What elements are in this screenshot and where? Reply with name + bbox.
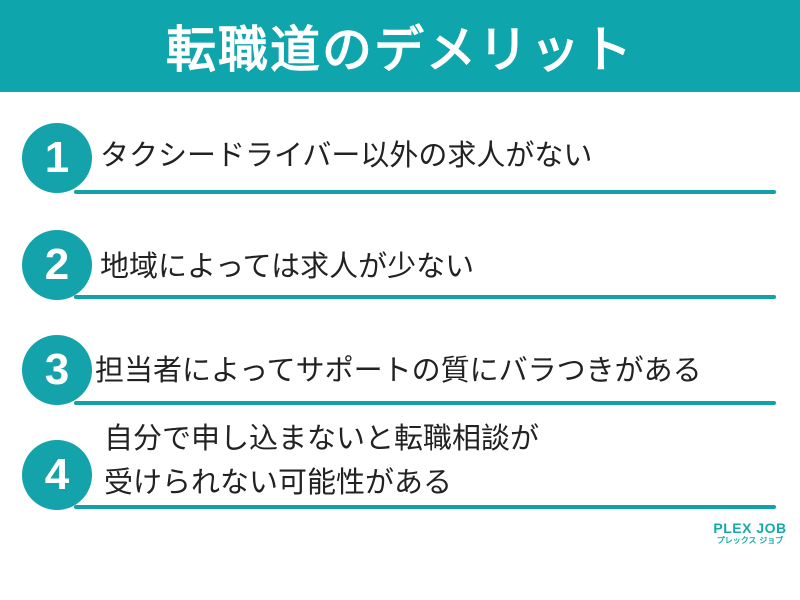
item-text-line-1: 自分で申し込まないと転職相談が [104,421,540,455]
list-item: 3 担当者によってサポートの質にバラつきがある [0,332,800,412]
number-badge: 1 [22,123,92,193]
number-badge: 4 [22,440,92,510]
list-item: 4 自分で申し込まないと転職相談が 受けられない可能性がある [0,414,800,514]
list-item: 2 地域によっては求人が少ない [0,226,800,306]
plex-job-logo: PLEX JOB プレックス ジョブ [706,520,794,546]
item-text: 地域によっては求人が少ない [100,249,475,283]
item-text-line-2: 受けられない可能性がある [104,465,453,499]
item-underline [74,505,776,509]
item-text: 担当者によってサポートの質にバラつきがある [95,353,702,387]
item-underline [74,401,776,405]
logo-sub-text: プレックス ジョブ [716,536,784,545]
item-underline [74,295,776,299]
list-item: 1 タクシードライバー以外の求人がない [0,120,800,200]
logo-main-text: PLEX JOB [713,520,787,536]
page-title: 転職道のデメリット [166,21,634,79]
item-text: タクシードライバー以外の求人がない [100,138,593,172]
header-banner: 転職道のデメリット [0,0,800,92]
number-badge: 3 [22,335,92,405]
item-underline [74,190,776,194]
number-badge: 2 [22,230,92,300]
